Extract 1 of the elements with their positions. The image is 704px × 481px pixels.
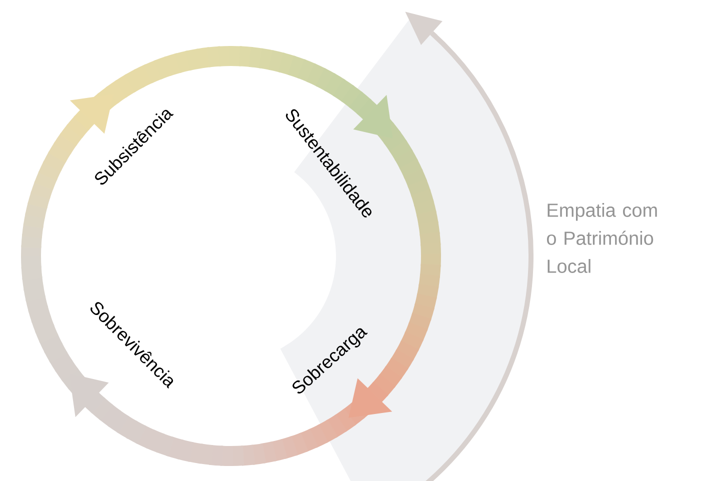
side-label: Empatia com o Património Local bbox=[547, 203, 657, 273]
